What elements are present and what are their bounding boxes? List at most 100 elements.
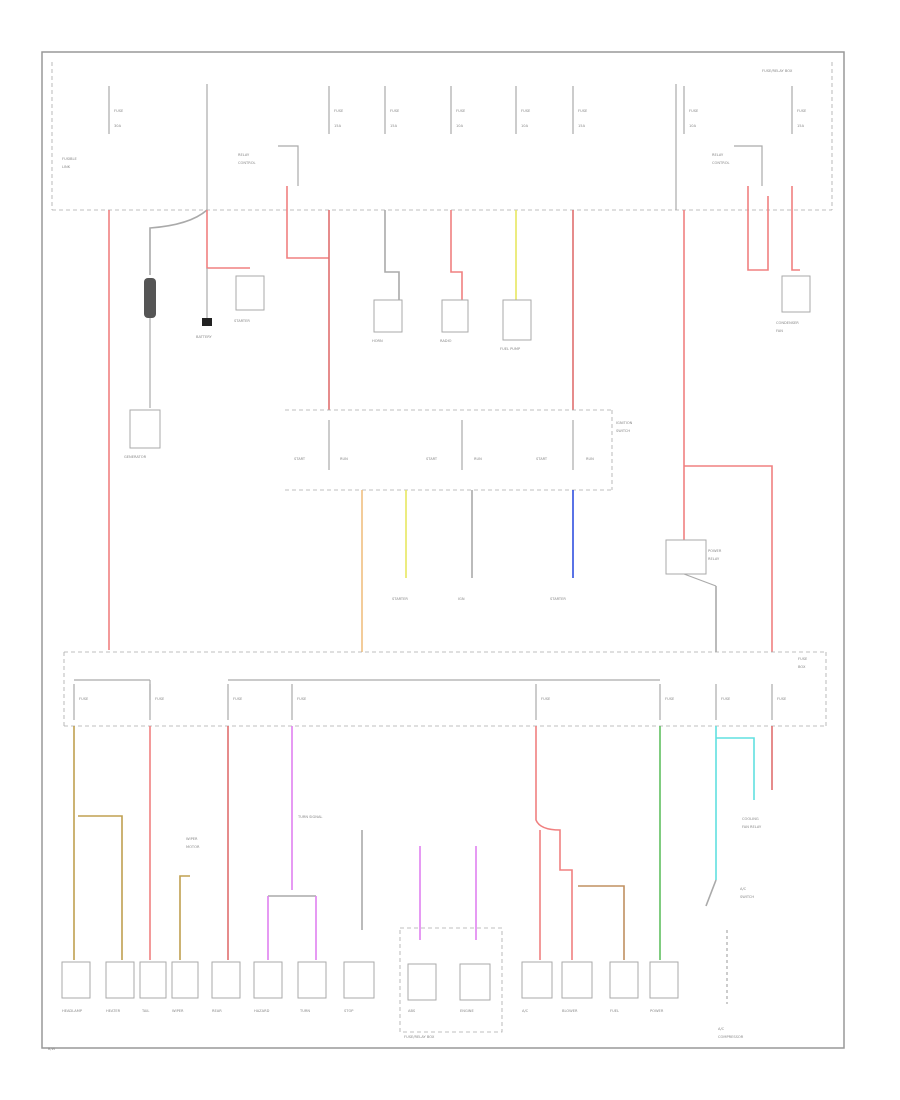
- svg-text:FUSE: FUSE: [578, 109, 588, 113]
- svg-text:FUSE: FUSE: [390, 109, 400, 113]
- svg-text:CONTROL: CONTROL: [712, 161, 730, 165]
- svg-text:STARTER: STARTER: [234, 319, 250, 323]
- svg-text:BLOWER: BLOWER: [562, 1009, 578, 1013]
- svg-text:FUSE: FUSE: [721, 697, 731, 701]
- wire-relay-left: [286, 186, 329, 259]
- svg-text:HORN: HORN: [372, 339, 383, 343]
- lower-fuses: FUSE FUSE FUSE FUSE FUSE FUSE FUSE FUSE: [73, 684, 787, 720]
- svg-text:TAIL: TAIL: [141, 1009, 149, 1013]
- fuse-2: FUSE 15A: [328, 86, 344, 134]
- wire-battery-red: [206, 210, 250, 269]
- svg-text:FUEL: FUEL: [610, 1009, 619, 1013]
- svg-text:BATTERY: BATTERY: [196, 335, 213, 339]
- svg-text:FUSE: FUSE: [521, 109, 531, 113]
- svg-text:WIPER: WIPER: [186, 837, 198, 841]
- svg-text:FUSE/RELAY BOX: FUSE/RELAY BOX: [404, 1035, 435, 1039]
- svg-text:FUSE: FUSE: [334, 109, 344, 113]
- svg-text:10A: 10A: [521, 124, 529, 128]
- bottom-components: HEADLAMP HEATER TAIL WIPER REAR HAZARD T…: [61, 961, 744, 1039]
- svg-text:10A: 10A: [689, 124, 697, 128]
- svg-text:RELAY: RELAY: [238, 153, 250, 157]
- svg-text:A/C: A/C: [522, 1009, 529, 1013]
- fuse-6: FUSE 15A: [572, 86, 588, 134]
- svg-text:RUN: RUN: [474, 457, 482, 461]
- svg-text:FUSE: FUSE: [297, 697, 307, 701]
- lower-fuse-box: FUSE BOX: [63, 651, 827, 727]
- ign-switch-1: START RUN: [294, 420, 348, 470]
- svg-text:FUSE/RELAY BOX: FUSE/RELAY BOX: [762, 69, 793, 73]
- svg-text:MOTOR: MOTOR: [186, 845, 200, 849]
- svg-text:FUSE: FUSE: [665, 697, 675, 701]
- svg-text:FUSIBLE: FUSIBLE: [62, 157, 78, 161]
- svg-text:15A: 15A: [578, 124, 586, 128]
- svg-text:A/C: A/C: [718, 1027, 725, 1031]
- svg-text:FUSE: FUSE: [689, 109, 699, 113]
- center-sub-box: FUSE/RELAY BOX: [399, 927, 503, 1039]
- generator-coil: GENERATOR: [124, 278, 161, 459]
- svg-text:WIPER: WIPER: [172, 1009, 184, 1013]
- svg-text:FUSE: FUSE: [456, 109, 466, 113]
- svg-text:FUSE: FUSE: [541, 697, 551, 701]
- svg-text:30A: 30A: [114, 124, 122, 128]
- svg-text:STARTER: STARTER: [392, 597, 408, 601]
- fuse-5: FUSE 10A: [515, 86, 531, 134]
- svg-text:15A: 15A: [334, 124, 342, 128]
- svg-text:HAZARD: HAZARD: [254, 1009, 270, 1013]
- svg-text:START: START: [294, 457, 306, 461]
- top-relay-right: RELAY CONTROL: [712, 145, 763, 186]
- svg-text:HEADLAMP: HEADLAMP: [62, 1009, 83, 1013]
- right-relay: POWER RELAY: [665, 539, 722, 587]
- fuse-1: FUSE 30A: [108, 86, 124, 134]
- svg-text:START: START: [426, 457, 438, 461]
- svg-text:IGNITION: IGNITION: [616, 421, 633, 425]
- svg-text:FUSE: FUSE: [114, 109, 124, 113]
- svg-text:FUEL PUMP: FUEL PUMP: [500, 347, 521, 351]
- svg-text:SWITCH: SWITCH: [740, 895, 754, 899]
- svg-text:A/C: A/C: [740, 887, 747, 891]
- fuse-7: FUSE 10A: [683, 86, 699, 134]
- svg-text:ABS: ABS: [408, 1009, 416, 1013]
- svg-text:15A: 15A: [797, 124, 805, 128]
- svg-text:START: START: [536, 457, 548, 461]
- svg-text:LINK: LINK: [62, 165, 71, 169]
- svg-text:FUSE: FUSE: [797, 109, 807, 113]
- svg-text:SWITCH: SWITCH: [616, 429, 630, 433]
- svg-text:FUSE: FUSE: [798, 657, 808, 661]
- svg-text:STOP: STOP: [344, 1009, 354, 1013]
- svg-text:REAR: REAR: [212, 1009, 222, 1013]
- svg-text:RUN: RUN: [340, 457, 348, 461]
- svg-text:RELAY: RELAY: [712, 153, 724, 157]
- svg-text:POWER: POWER: [708, 549, 722, 553]
- fuse-8: FUSE 15A: [791, 86, 807, 134]
- svg-text:COMPRESSOR: COMPRESSOR: [718, 1035, 744, 1039]
- svg-text:15A: 15A: [390, 124, 398, 128]
- diagram-frame: [41, 51, 845, 1049]
- svg-text:GENERATOR: GENERATOR: [124, 455, 147, 459]
- svg-text:10A: 10A: [456, 124, 464, 128]
- svg-text:POWER: POWER: [650, 1009, 664, 1013]
- svg-text:B/W: B/W: [48, 1047, 56, 1051]
- svg-text:RELAY: RELAY: [708, 557, 720, 561]
- ign-switch-2: START RUN: [426, 420, 482, 470]
- svg-text:FUSE: FUSE: [155, 697, 165, 701]
- svg-text:FAN: FAN: [776, 329, 783, 333]
- upper-fuse-box: [51, 62, 833, 211]
- svg-text:RADIO: RADIO: [440, 339, 452, 343]
- wire-generator: [149, 209, 208, 275]
- top-relay-left: RELAY CONTROL: [238, 145, 299, 186]
- svg-text:CONTROL: CONTROL: [238, 161, 256, 165]
- svg-text:TURN: TURN: [299, 1009, 310, 1013]
- svg-text:COOLING: COOLING: [742, 817, 759, 821]
- svg-text:ENGINE: ENGINE: [460, 1009, 474, 1013]
- svg-text:HEATER: HEATER: [106, 1009, 121, 1013]
- svg-text:CONDENSER: CONDENSER: [776, 321, 799, 325]
- svg-text:FUSE: FUSE: [79, 697, 89, 701]
- svg-text:IGN: IGN: [458, 597, 465, 601]
- fuse-4: FUSE 10A: [450, 86, 466, 134]
- svg-text:TURN SIGNAL: TURN SIGNAL: [297, 815, 322, 819]
- battery-symbol: BATTERY: [196, 318, 213, 339]
- svg-text:FUSE: FUSE: [233, 697, 243, 701]
